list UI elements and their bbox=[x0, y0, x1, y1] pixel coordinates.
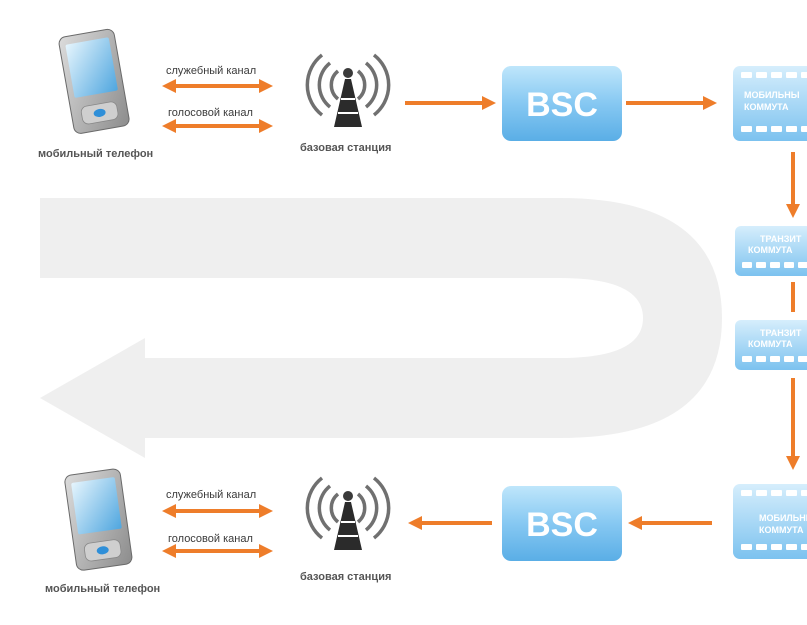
bottom-bsc-box: BSC bbox=[502, 486, 622, 561]
bottom-bsc-to-bts-arrow bbox=[408, 516, 492, 530]
transit-1-line1: ТРАНЗИТ bbox=[760, 234, 802, 244]
return-path-arrow bbox=[40, 198, 722, 458]
bottom-bsc-label: BSC bbox=[526, 506, 598, 544]
antenna-tower-icon bbox=[305, 476, 391, 550]
bottom-voice-channel-label: голосовой канал bbox=[168, 533, 253, 545]
pda-phone-icon bbox=[64, 468, 133, 571]
antenna-tower-icon bbox=[305, 53, 391, 127]
top-service-channel-label: служебный канал bbox=[166, 65, 256, 77]
top-voice-channel-label: голосовой канал bbox=[168, 107, 253, 119]
msc-top-line2: КОММУТА bbox=[744, 102, 789, 112]
top-bsc-label: BSC bbox=[526, 86, 598, 124]
transit-1-line2: КОММУТА bbox=[748, 245, 793, 255]
msc-bottom-line2: КОММУТА bbox=[759, 525, 804, 535]
top-bts-to-bsc-arrow bbox=[405, 96, 496, 110]
top-bsc-box: BSC bbox=[502, 66, 622, 141]
transit-2-line1: ТРАНЗИТ bbox=[760, 328, 802, 338]
transit-switch-1-box: ТРАНЗИТ КОММУТА bbox=[735, 226, 807, 276]
transit2-to-msc-arrow bbox=[786, 378, 800, 470]
msc-top-box: МОБИЛЬНЫ КОММУТА bbox=[733, 66, 807, 141]
bottom-service-channel-arrow bbox=[162, 504, 273, 518]
pda-phone-icon bbox=[58, 28, 130, 134]
bottom-base-station: базовая станция bbox=[300, 476, 391, 583]
top-phone-label: мобильный телефон bbox=[38, 148, 153, 160]
top-bsc-to-msc-arrow bbox=[626, 96, 717, 110]
bottom-voice-channel-arrow bbox=[162, 544, 273, 558]
bottom-phone: мобильный телефон bbox=[45, 468, 160, 595]
msc-to-transit1-arrow bbox=[786, 152, 800, 218]
top-service-channel-arrow bbox=[162, 79, 273, 93]
top-phone: мобильный телефон bbox=[38, 28, 153, 160]
bottom-msc-to-bsc-arrow bbox=[628, 516, 712, 530]
transit-2-line2: КОММУТА bbox=[748, 339, 793, 349]
msc-bottom-line1: МОБИЛЬНЫ bbox=[759, 513, 807, 523]
top-voice-channel-arrow bbox=[162, 119, 273, 133]
bottom-service-channel-label: служебный канал bbox=[166, 489, 256, 501]
top-base-station-label: базовая станция bbox=[300, 142, 391, 154]
top-channels: служебный канал голосовой канал bbox=[162, 65, 273, 133]
bottom-phone-label: мобильный телефон bbox=[45, 583, 160, 595]
transit-switch-2-box: ТРАНЗИТ КОММУТА bbox=[735, 320, 807, 370]
msc-bottom-box: МОБИЛЬНЫ КОММУТА bbox=[733, 484, 807, 559]
bottom-base-station-label: базовая станция bbox=[300, 571, 391, 583]
bottom-channels: служебный канал голосовой канал bbox=[162, 489, 273, 558]
top-base-station: базовая станция bbox=[300, 53, 391, 154]
msc-top-line1: МОБИЛЬНЫ bbox=[744, 90, 800, 100]
